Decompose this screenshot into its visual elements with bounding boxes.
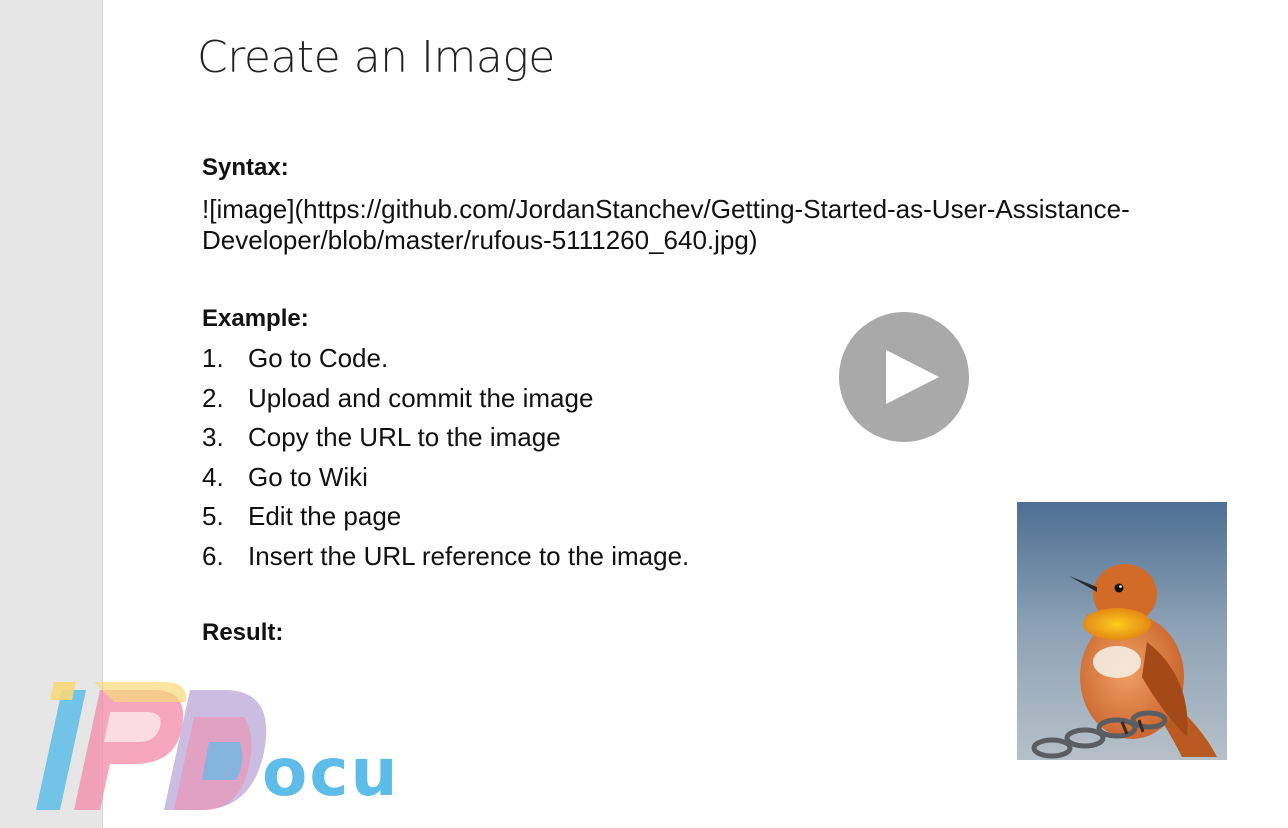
- step-number: 5.: [202, 501, 224, 531]
- syntax-heading: Syntax:: [202, 154, 289, 181]
- step-number: 4.: [202, 461, 224, 492]
- step-text: Insert the URL reference to the image.: [248, 540, 690, 571]
- step-number: 6.: [202, 540, 224, 571]
- step-number: 1.: [202, 343, 224, 373]
- step-number: 2.: [202, 382, 224, 413]
- list-item: 3. Copy the URL to the image: [202, 420, 689, 460]
- step-text: Upload and commit the image: [248, 382, 594, 413]
- hummingbird-image: [1017, 502, 1227, 760]
- step-text: Copy the URL to the image: [248, 422, 561, 452]
- step-number: 3.: [202, 422, 224, 452]
- step-text: Edit the page: [248, 501, 402, 531]
- step-text: Go to Code.: [248, 343, 389, 373]
- list-item: 2. Upload and commit the image: [202, 381, 689, 421]
- play-button[interactable]: [839, 312, 969, 442]
- result-heading: Result:: [202, 619, 284, 646]
- slide-title: Create an Image: [197, 32, 555, 83]
- example-heading: Example:: [202, 305, 309, 332]
- slide-canvas: Create an Image Syntax: ![image](https:/…: [103, 0, 1288, 828]
- watermark-text: ocu: [262, 734, 400, 811]
- step-text: Go to Wiki: [248, 461, 368, 492]
- list-item: 6. Insert the URL reference to the image.: [202, 539, 689, 579]
- example-steps-list: 1. Go to Code. 2. Upload and commit the im…: [202, 341, 689, 578]
- play-icon: [886, 350, 939, 404]
- list-item: 4. Go to Wiki: [202, 460, 689, 500]
- list-item: 1. Go to Code.: [202, 341, 689, 381]
- list-item: 5. Edit the page: [202, 499, 689, 539]
- watermark-logo: [14, 672, 414, 822]
- syntax-code: ![image](https://github.com/JordanStanch…: [202, 194, 1130, 255]
